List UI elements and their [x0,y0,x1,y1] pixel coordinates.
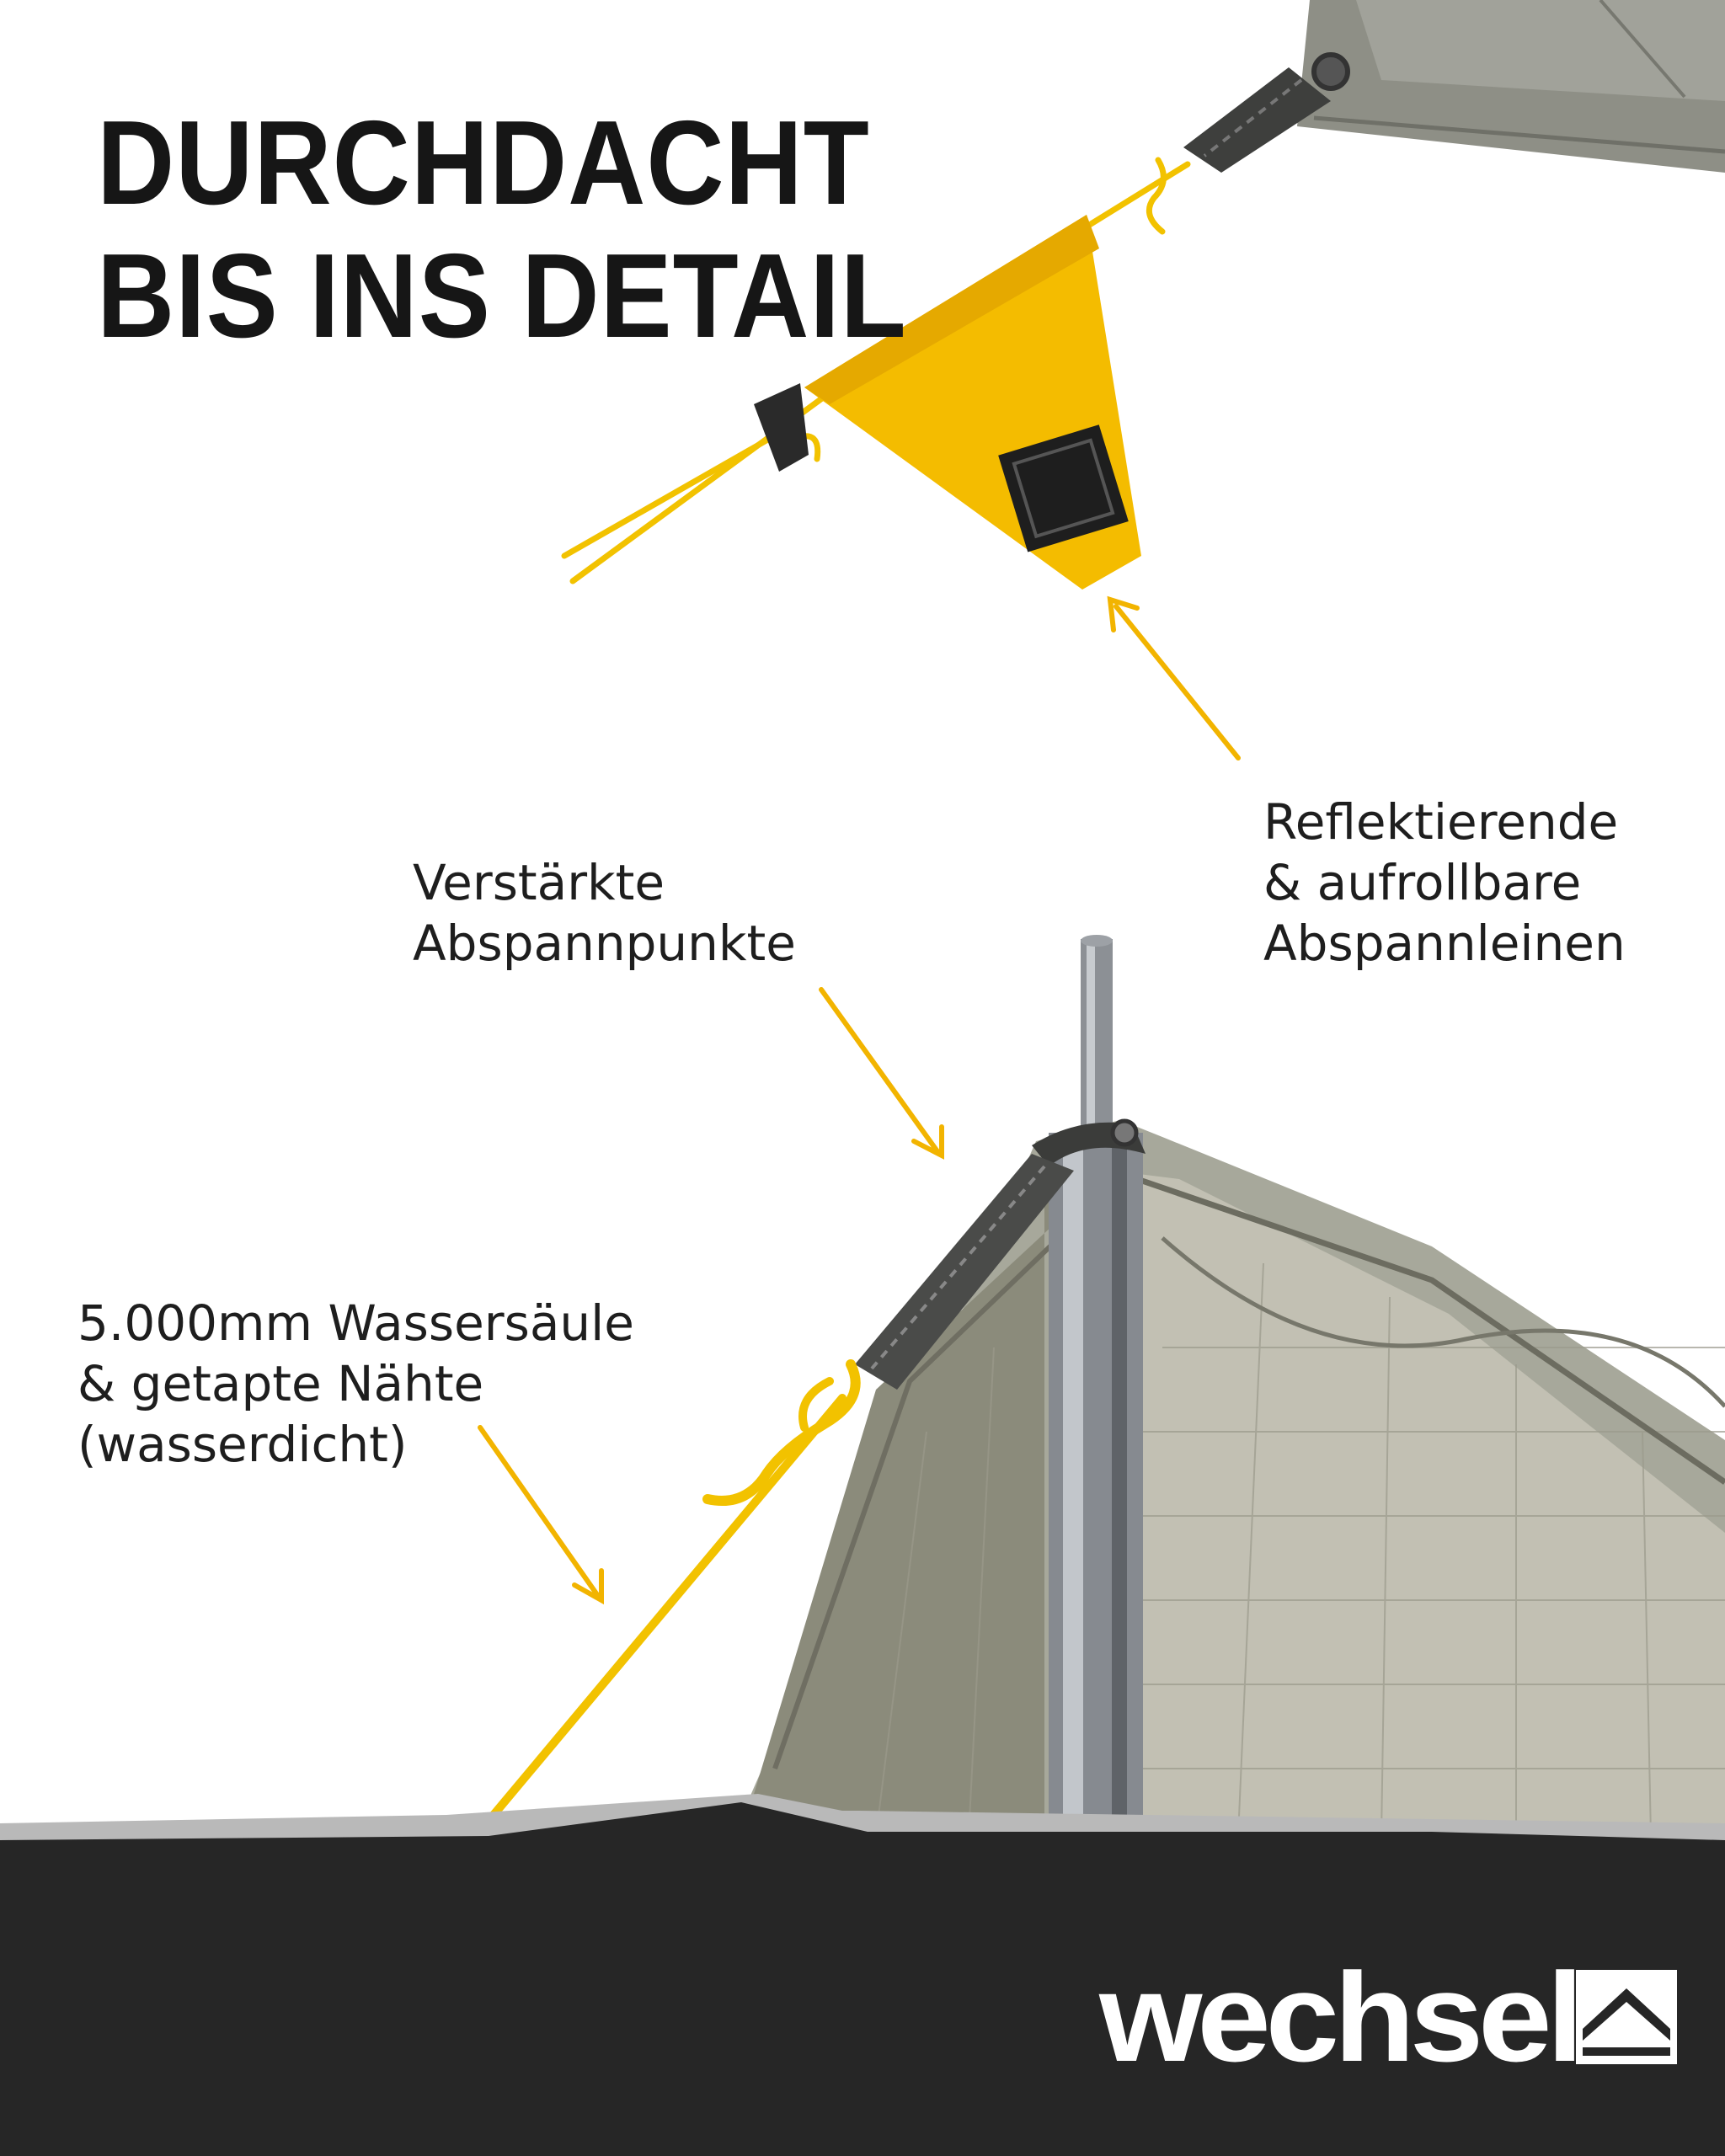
callout-line: Reflektierende [1263,793,1619,851]
callout-line: Verstärkte [413,854,665,911]
headline-line-2: BIS INS DETAIL [97,229,907,363]
callout-waterproof: 5.000mm Wassersäule & getapte Nähte (was… [77,1293,634,1475]
callout-line: Abspannleinen [1263,915,1626,972]
headline-line-1: DURCHDACHT [97,96,870,230]
arrow-anchor [819,987,944,1160]
tarp-corner-top [1183,0,1725,173]
arrow-flag [1107,595,1241,760]
tarp-body [733,1120,1725,1837]
callout-line: & aufrollbare [1263,854,1582,911]
callout-guy-lines: Reflektierende & aufrollbare Abspannlein… [1263,792,1626,974]
brand-logo: wechsel [1099,1954,1677,2080]
yellow-flag [754,215,1141,590]
callout-line: (wasserdicht) [77,1416,408,1473]
callout-anchor-points: Verstärkte Abspannpunkte [413,852,796,974]
callout-line: & getapte Nähte [77,1355,484,1412]
tent-pole [1049,935,1143,1836]
callout-line: 5.000mm Wassersäule [77,1294,634,1352]
brand-wordmark: wechsel [1099,1946,1583,2088]
footer-band [0,1794,1725,2156]
mountain-icon [1575,1970,1677,2064]
headline: DURCHDACHT BIS INS DETAIL [97,97,907,363]
guy-line-bottom [472,1359,861,1840]
arrow-seams [478,1425,604,1605]
callout-line: Abspannpunkte [413,915,796,972]
anchor-strap [855,1118,1146,1390]
